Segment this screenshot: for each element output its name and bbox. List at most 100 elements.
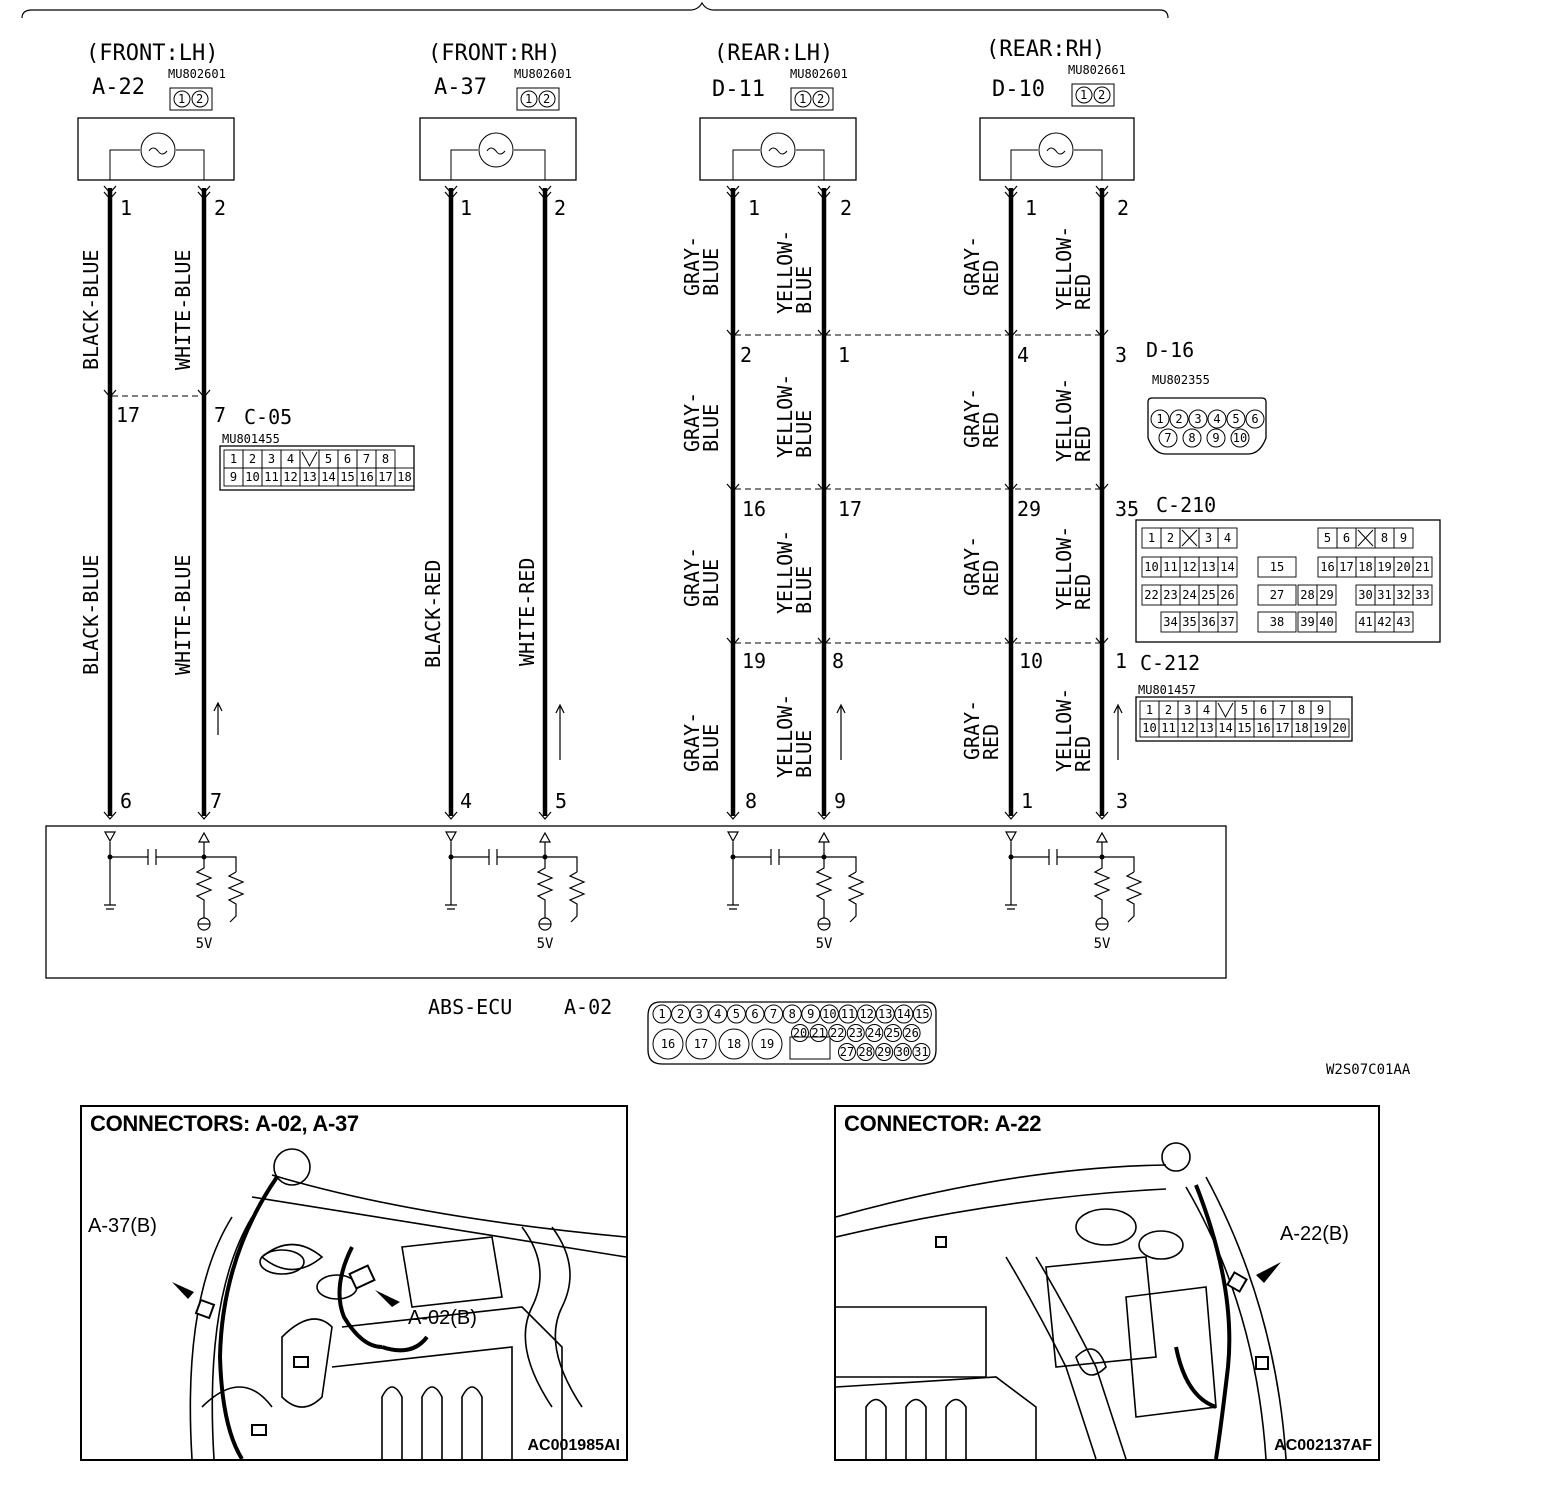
pin-label: 1 bbox=[1156, 412, 1163, 426]
svg-text:1: 1 bbox=[838, 343, 850, 367]
pin-label: 6 bbox=[344, 452, 351, 466]
svg-text:2: 2 bbox=[840, 196, 852, 220]
wire-label: GRAY-RED bbox=[960, 388, 1003, 448]
pin-cell bbox=[894, 1004, 914, 1024]
svg-text:2: 2 bbox=[1098, 88, 1105, 102]
svg-text:6: 6 bbox=[120, 789, 132, 813]
pin-label: 32 bbox=[1396, 588, 1410, 602]
svg-text:2: 2 bbox=[214, 196, 226, 220]
pin-cell bbox=[1217, 527, 1238, 549]
pin-cell bbox=[764, 1004, 784, 1024]
pin-cell bbox=[745, 1004, 765, 1024]
pin-cell bbox=[912, 1004, 932, 1024]
wire-label: GRAY-BLUE bbox=[680, 712, 723, 772]
pin-label: 8 bbox=[1298, 703, 1305, 717]
pin-label: 28 bbox=[858, 1045, 872, 1059]
pin-cell bbox=[856, 1043, 875, 1061]
pin-label: 26 bbox=[904, 1026, 918, 1040]
svg-text:9: 9 bbox=[834, 789, 846, 813]
pin-cell bbox=[912, 1043, 931, 1061]
svg-text:1: 1 bbox=[1115, 649, 1127, 673]
pin-cell bbox=[875, 1004, 895, 1024]
pin-label: 16 bbox=[1256, 721, 1270, 735]
pin-cell bbox=[1217, 584, 1238, 606]
pin-label: 3 bbox=[1184, 703, 1191, 717]
callout-a02: A-02(B) bbox=[408, 1307, 477, 1329]
part-number: MU801455 bbox=[222, 432, 280, 446]
wire-harness bbox=[107, 188, 1105, 816]
sensor-a22: (FRONT:LH) A-22 MU802601 1 2 bbox=[77, 41, 235, 181]
panel-title: CONNECTORS: A-02, A-37 bbox=[90, 1111, 359, 1136]
svg-text:17: 17 bbox=[838, 497, 862, 521]
pin-cell bbox=[689, 1004, 709, 1024]
pin-cell bbox=[846, 1024, 865, 1042]
svg-text:1: 1 bbox=[120, 196, 132, 220]
pin-label: 20 bbox=[1332, 721, 1346, 735]
pin-label: 42 bbox=[1377, 615, 1391, 629]
pin-label: 13 bbox=[302, 470, 316, 484]
pin-label: 9 bbox=[230, 470, 237, 484]
pin-label: 9 bbox=[1317, 703, 1324, 717]
wire-label: YELLOW-BLUE bbox=[773, 530, 816, 614]
svg-text:5: 5 bbox=[555, 789, 567, 813]
pin-label: 43 bbox=[1396, 615, 1410, 629]
pin-label: 2 bbox=[249, 452, 256, 466]
pin-cell bbox=[791, 1024, 809, 1042]
pin-label: 17 bbox=[1339, 560, 1353, 574]
pin-cell bbox=[1329, 718, 1350, 738]
pin-label: 27 bbox=[840, 1045, 854, 1059]
pin-cell bbox=[1316, 611, 1337, 633]
svg-text:1: 1 bbox=[1021, 789, 1033, 813]
pin-label: 2 bbox=[677, 1007, 684, 1021]
pin-label: 14 bbox=[897, 1007, 911, 1021]
top-brace bbox=[21, 1, 1169, 19]
sensor-position: (REAR:RH) bbox=[986, 37, 1105, 62]
pin-label: 39 bbox=[1300, 615, 1314, 629]
pin-label: 11 bbox=[264, 470, 278, 484]
pin-label: 2 bbox=[1165, 703, 1172, 717]
wire-label: WHITE-BLUE bbox=[171, 555, 195, 675]
pin-cell bbox=[828, 1024, 847, 1042]
pin-label: 8 bbox=[382, 452, 389, 466]
wire-label: BLACK-BLUE bbox=[79, 250, 103, 370]
pin-cell bbox=[652, 1028, 684, 1060]
pin-label: 21 bbox=[1415, 560, 1429, 574]
pin-cell bbox=[1393, 611, 1414, 633]
pin-cell bbox=[1182, 428, 1202, 448]
svg-text:1: 1 bbox=[799, 92, 806, 106]
pin-cell bbox=[809, 1024, 828, 1042]
pin-label: 14 bbox=[321, 470, 335, 484]
voltage-label: 5V bbox=[196, 936, 213, 952]
part-number: MU802601 bbox=[168, 67, 226, 81]
pin-label: 33 bbox=[1415, 588, 1429, 602]
pin-label: 34 bbox=[1163, 615, 1177, 629]
pin-label: 12 bbox=[1180, 721, 1194, 735]
pin-label: 25 bbox=[886, 1026, 900, 1040]
ecu-label: ABS-ECU bbox=[428, 995, 512, 1019]
pin-cell bbox=[1245, 409, 1265, 429]
pin-label: 16 bbox=[1320, 560, 1334, 574]
part-number: MU802601 bbox=[790, 67, 848, 81]
location-panel-a22: CONNECTOR: A-22 A-22(B) AC002137AF bbox=[834, 1105, 1380, 1461]
pin-cell bbox=[902, 1024, 921, 1042]
pin-label: 17 bbox=[694, 1037, 708, 1051]
pin-label: 1 bbox=[230, 452, 237, 466]
sensor-id: A-37 bbox=[434, 75, 487, 100]
wire-label: YELLOW-RED bbox=[1052, 378, 1095, 462]
pin-label: 6 bbox=[1343, 531, 1350, 545]
pin-label: 5 bbox=[733, 1007, 740, 1021]
svg-text:2: 2 bbox=[543, 92, 550, 106]
sensor-position: (FRONT:LH) bbox=[86, 41, 218, 66]
pin-label: 18 bbox=[397, 470, 411, 484]
pin-label: 29 bbox=[877, 1045, 891, 1059]
pin-label: 29 bbox=[1319, 588, 1333, 602]
pin-label: 5 bbox=[1324, 531, 1331, 545]
svg-text:8: 8 bbox=[745, 789, 757, 813]
sensor-position: (FRONT:RH) bbox=[428, 41, 560, 66]
pin-label: 31 bbox=[1377, 588, 1391, 602]
svg-text:4: 4 bbox=[1017, 343, 1029, 367]
engine-bay-illustration bbox=[836, 1142, 1287, 1459]
pin-label: 8 bbox=[789, 1007, 796, 1021]
